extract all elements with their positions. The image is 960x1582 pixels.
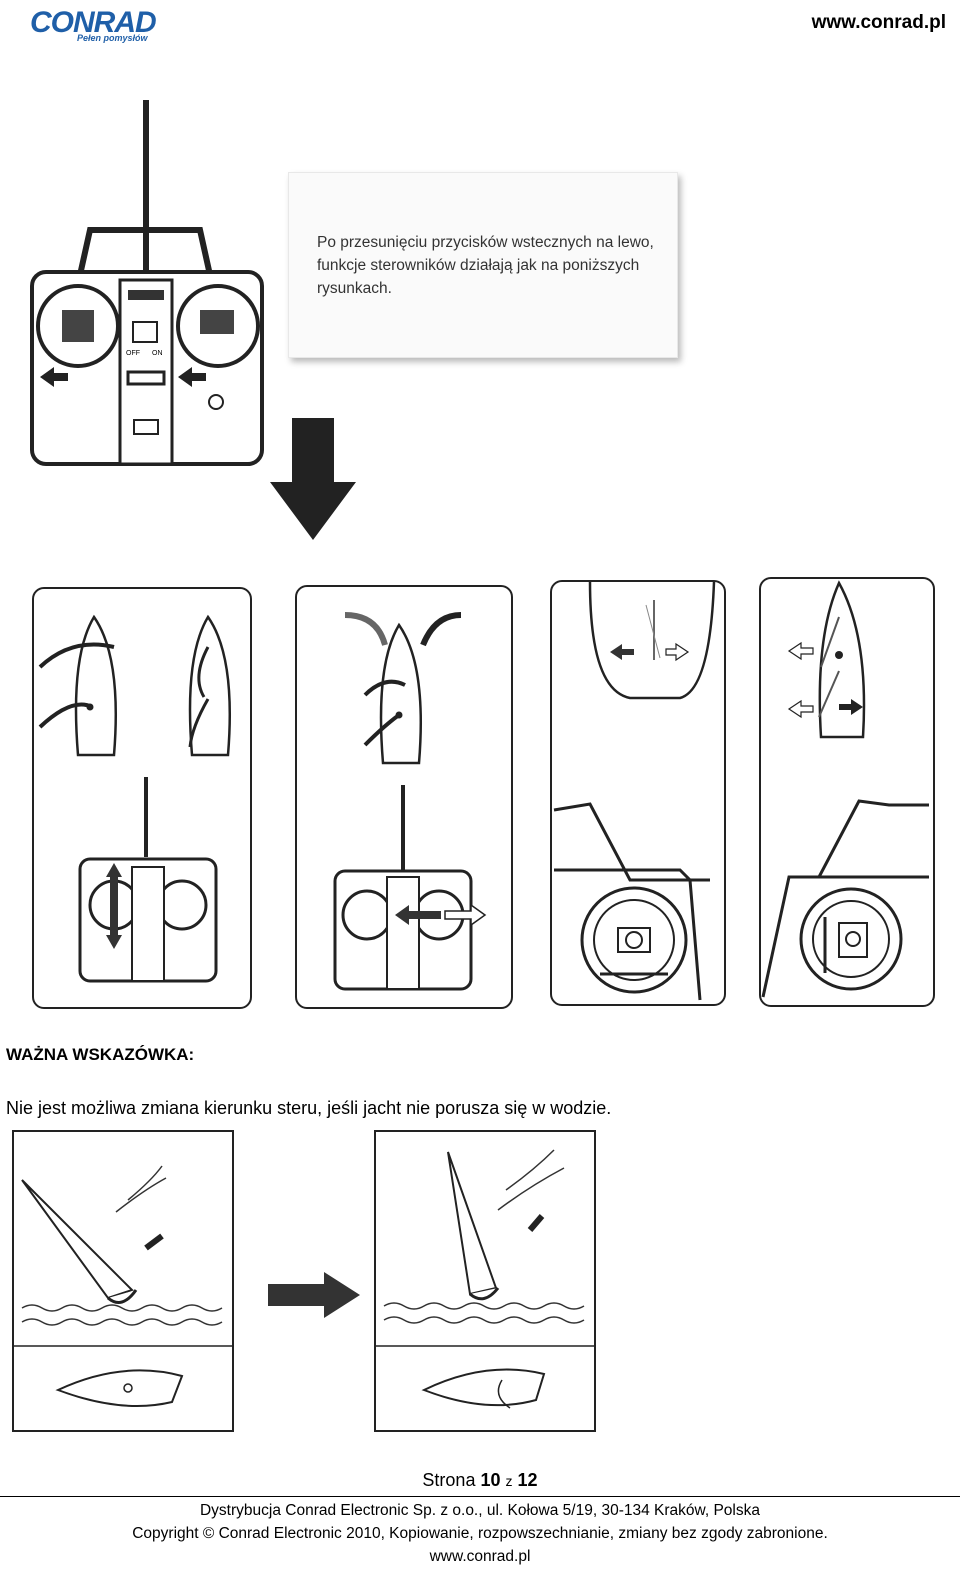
sailboat-left-illustration [12, 1130, 234, 1432]
instruction-note-box: Po przesunięciu przycisków wstecznych na… [288, 172, 678, 358]
panel-2-illustration [333, 612, 487, 991]
transmitter-illustration: OFF ON [30, 100, 264, 466]
off-label: OFF [126, 350, 140, 357]
page-sep: z [505, 1473, 513, 1489]
page-total: 12 [517, 1470, 538, 1490]
instruction-note-text: Po przesunięciu przycisków wstecznych na… [317, 234, 654, 297]
footer-address: Dystrybucja Conrad Electronic Sp. z o.o.… [199, 1502, 760, 1519]
panel-1-illustration [38, 614, 232, 983]
footer-site-link[interactable]: www.conrad.pl [429, 1548, 531, 1565]
important-heading: WAŻNA WSKAZÓWKA: [6, 1045, 195, 1064]
footer-divider [0, 1496, 960, 1497]
sailboat-right-illustration [374, 1130, 596, 1432]
logo-text: CONRAD [30, 6, 157, 39]
right-arrow-icon [268, 1272, 360, 1318]
page-prefix: Strona [422, 1470, 476, 1490]
page-current: 10 [480, 1470, 501, 1490]
on-label: ON [152, 350, 163, 357]
footer-copyright: Copyright © Conrad Electronic 2010, Kopi… [132, 1525, 828, 1542]
panel-4-illustration [761, 580, 929, 998]
logo-tagline: Pełen pomysłów [77, 33, 148, 43]
header-site-url[interactable]: www.conrad.pl [811, 12, 946, 33]
down-arrow-icon [270, 418, 356, 540]
panel-3-illustration [553, 581, 716, 1001]
conrad-logo: CONRAD Pełen pomysłów [22, 6, 157, 46]
important-body: Nie jest możliwa zmiana kierunku steru, … [6, 1098, 612, 1118]
page-number: Strona 10 z 12 [0, 1470, 960, 1491]
